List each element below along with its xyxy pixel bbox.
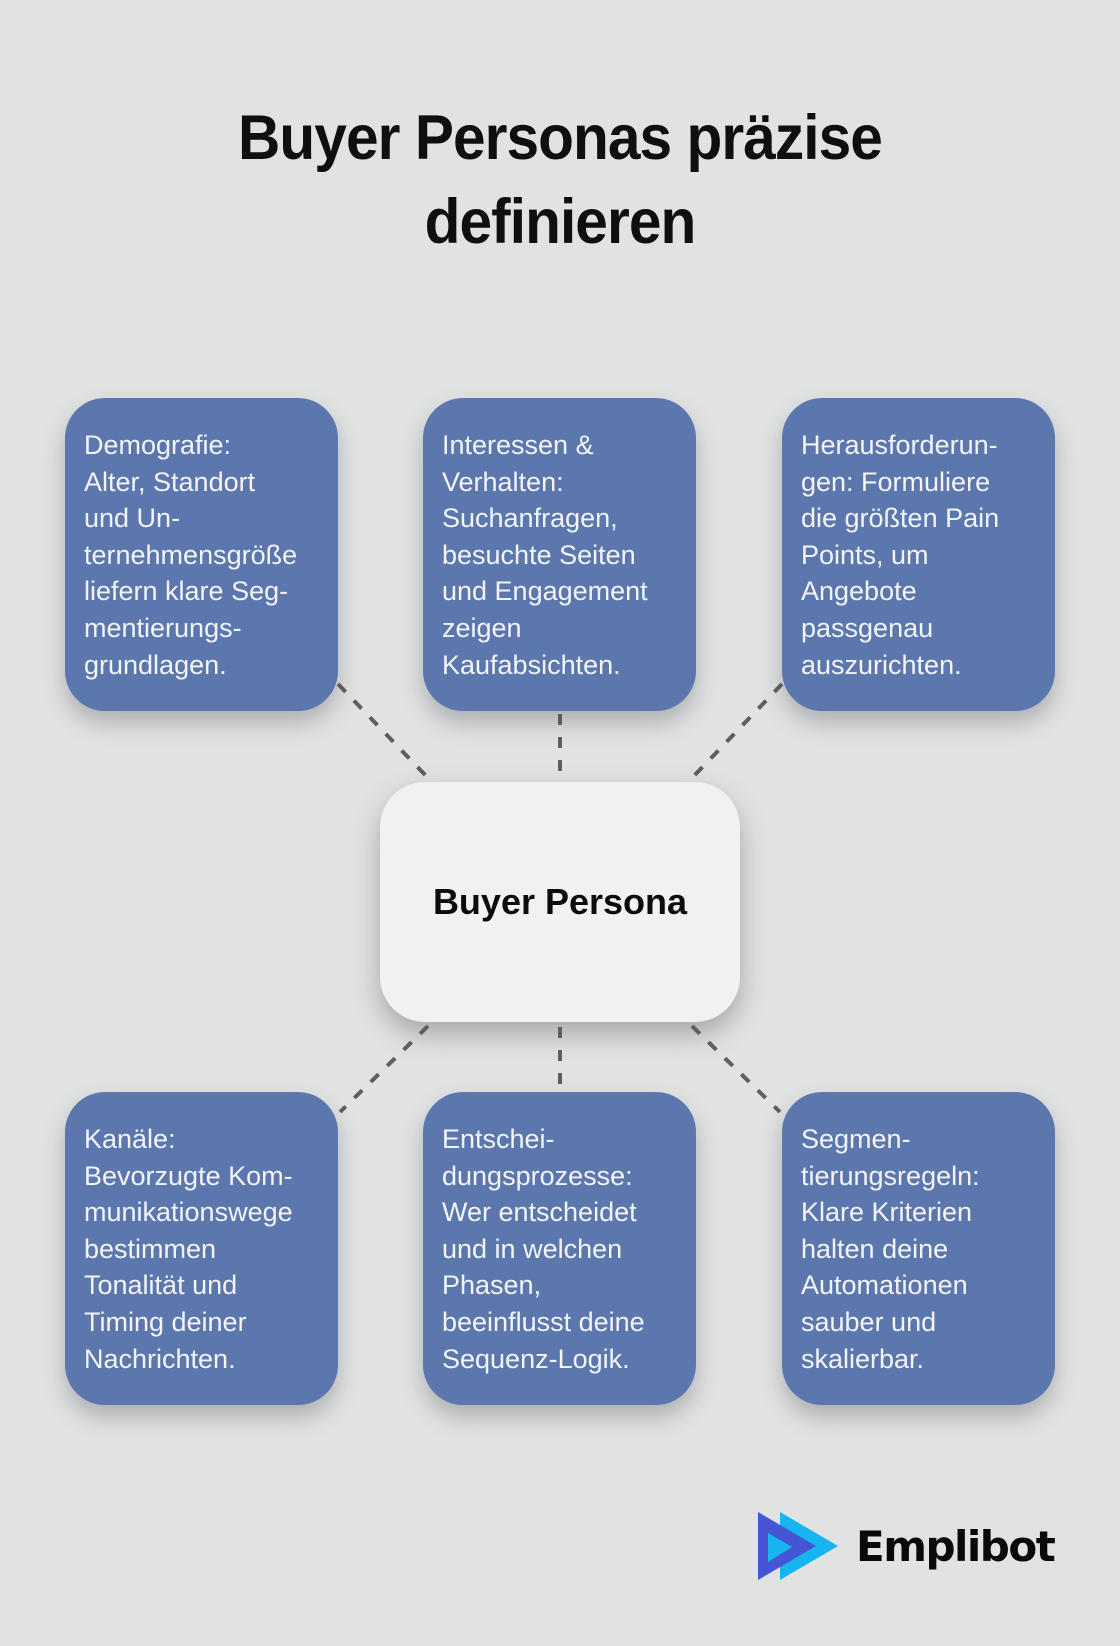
connector-bottom-right: [690, 1024, 782, 1114]
emplibot-logo: Emplibot: [758, 1512, 1056, 1580]
connector-bottom-left: [338, 1024, 430, 1114]
node-interessen-verhalten: Interessen & Verhalten: Suchanfragen, be…: [423, 398, 696, 711]
center-node-buyer-persona: Buyer Persona: [380, 782, 740, 1022]
connector-top-right: [690, 682, 784, 780]
node-kanaele: Kanäle: Bevorzugte Kom- munikationswege …: [65, 1092, 338, 1405]
node-segmentierungsregeln: Segmen- tierungsregeln: Klare Kriterien …: [782, 1092, 1055, 1405]
node-demografie: Demografie: Alter, Standort und Un- tern…: [65, 398, 338, 711]
node-entscheidungsprozesse: Entschei- dungsprozesse: Wer entscheidet…: [423, 1092, 696, 1405]
node-kanaele-text: Kanäle: Bevorzugte Kom- munikationswege …: [84, 1124, 293, 1374]
center-node-label: Buyer Persona: [432, 881, 688, 922]
page-title-line-2: definieren: [424, 187, 697, 257]
page-title-line-1: Buyer Personas präzise: [238, 103, 883, 173]
connector-top-left: [336, 682, 430, 780]
node-interessen-verhalten-text: Interessen & Verhalten: Suchanfragen, be…: [442, 430, 648, 680]
node-demografie-text: Demografie: Alter, Standort und Un- tern…: [84, 430, 298, 680]
emplibot-play-triangles-icon: [758, 1512, 838, 1580]
node-entscheidungsprozesse-text: Entschei- dungsprozesse: Wer entscheidet…: [442, 1124, 645, 1374]
page-title: Buyer Personas präzise definieren: [39, 96, 1081, 264]
emplibot-brand-name: Emplibot: [856, 1521, 1056, 1571]
node-herausforderungen: Herausforderun- gen: Formuliere die größ…: [782, 398, 1055, 711]
node-segmentierungsregeln-text: Segmen- tierungsregeln: Klare Kriterien …: [801, 1124, 980, 1374]
node-herausforderungen-text: Herausforderun- gen: Formuliere die größ…: [801, 430, 1000, 680]
